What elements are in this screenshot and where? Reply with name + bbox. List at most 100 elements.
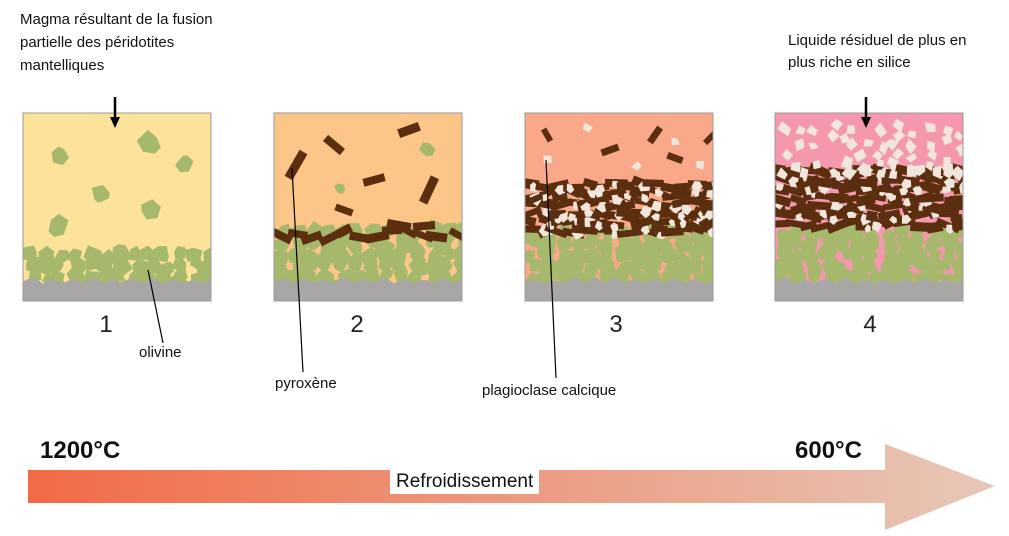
olivine-crystal	[139, 245, 157, 261]
olivine-crystal	[884, 237, 899, 257]
olivine-crystal	[686, 255, 702, 276]
olivine-crystal	[525, 249, 535, 264]
plagioclase-crystal	[651, 211, 660, 221]
plagioclase-crystal	[827, 129, 840, 143]
olivine-crystal	[174, 155, 194, 173]
pyroxene-crystal	[922, 180, 942, 195]
plagioclase-crystal	[706, 188, 713, 199]
plagioclase-crystal	[707, 227, 713, 238]
olivine-crystal	[670, 248, 686, 264]
plagioclase-crystal	[907, 130, 917, 139]
plagioclase-crystal	[845, 137, 858, 151]
plagioclase-crystal	[942, 125, 954, 137]
chamber-border	[774, 112, 964, 302]
plagioclase-crystal	[677, 211, 686, 221]
plagioclase-crystal	[872, 220, 883, 233]
plagioclase-crystal	[829, 215, 838, 225]
plagioclase-crystal	[941, 163, 954, 177]
pyroxene-crystal	[845, 200, 865, 216]
olivine-crystal	[203, 247, 211, 266]
plagioclase-crystal	[914, 164, 926, 176]
olivine-crystal	[913, 247, 928, 262]
olivine-crystal	[791, 249, 808, 265]
plagioclase-crystal	[543, 155, 552, 164]
input-arrow-head-1	[110, 117, 120, 128]
pyroxene-crystal	[810, 219, 837, 233]
plagioclase-crystal	[805, 125, 818, 136]
magma-chamber-3	[524, 112, 714, 302]
plagioclase-crystal	[833, 171, 841, 179]
pyroxene-crystal	[950, 201, 963, 212]
olivine-crystal	[920, 256, 944, 274]
plagioclase-crystal	[889, 215, 897, 224]
pyroxene-crystal	[618, 201, 636, 210]
pyroxene-crystal	[424, 230, 448, 243]
plagioclase-crystal	[795, 125, 806, 135]
plagioclase-crystal	[925, 161, 934, 172]
pyroxene-crystal	[287, 228, 309, 240]
olivine-crystal	[897, 270, 914, 284]
olivine-crystal	[821, 236, 840, 254]
plagioclase-crystal	[777, 121, 792, 137]
olivine-label: olivine	[139, 344, 182, 361]
pyroxene-crystal	[274, 227, 293, 245]
olivine-crystal	[51, 146, 70, 166]
pyroxene-crystal	[616, 181, 635, 191]
pyroxene-crystal	[548, 179, 570, 191]
plagioclase-crystal	[812, 159, 821, 170]
plagioclase-crystal	[876, 169, 886, 177]
plagioclase-label: plagioclase calcique	[482, 382, 617, 399]
olivine-crystal	[127, 245, 142, 261]
olivine-crystal	[458, 239, 462, 250]
plagioclase-crystal	[567, 212, 576, 222]
plagioclase-crystal	[927, 140, 936, 152]
plagioclase-crystal	[704, 210, 713, 221]
chamber-border	[524, 112, 714, 302]
pyroxene-crystal	[300, 230, 323, 246]
plagioclase-crystal	[641, 193, 650, 203]
pyroxene-crystal	[525, 225, 541, 234]
pyroxene-crystal	[335, 223, 354, 239]
pyroxene-crystal	[666, 151, 684, 165]
temperature-end: 600°C	[795, 437, 862, 464]
pyroxene-crystal	[950, 213, 963, 222]
residual-label-line-1: Liquide résiduel de plus en	[788, 32, 967, 49]
plagioclase-crystal	[841, 167, 858, 181]
olivine-crystal	[350, 249, 364, 265]
step-number-1: 1	[99, 311, 113, 338]
pyroxene-crystal	[284, 149, 308, 181]
pyroxene-crystal	[540, 127, 554, 143]
plagioclase-crystal	[884, 138, 899, 151]
step-number-3: 3	[609, 311, 623, 338]
olivine-crystal	[141, 256, 161, 276]
pyroxene-crystal	[789, 194, 808, 206]
olivine-crystal	[951, 258, 963, 278]
plagioclase-crystal	[941, 133, 953, 146]
plagioclase-crystal	[655, 188, 664, 198]
olivine-crystal	[23, 245, 37, 262]
plagioclase-crystal	[912, 184, 922, 196]
plagioclase-crystal	[808, 142, 819, 150]
olivine-crystal	[66, 248, 82, 263]
olivine-crystal	[184, 247, 203, 262]
plagioclase-crystal	[776, 167, 788, 180]
plagioclase-crystal	[958, 149, 963, 157]
olivine-crystal	[406, 238, 420, 251]
olivine-crystal	[379, 268, 394, 282]
plagioclase-crystal	[874, 122, 888, 138]
plagioclase-crystal	[610, 222, 619, 233]
magma-chamber-4	[774, 112, 964, 302]
olivine-crystal	[158, 261, 176, 277]
plagioclase-crystal	[856, 162, 874, 176]
olivine-crystal	[701, 256, 713, 276]
plagioclase-crystal	[926, 150, 938, 161]
olivine-crystal	[805, 260, 822, 275]
plagioclase-crystal	[775, 182, 784, 191]
pyroxene-crystal	[323, 134, 345, 156]
olivine-crystal	[626, 236, 644, 257]
pyroxene-crystal	[855, 193, 876, 207]
plagioclase-crystal	[905, 138, 917, 155]
plagioclase-crystal	[943, 156, 951, 167]
